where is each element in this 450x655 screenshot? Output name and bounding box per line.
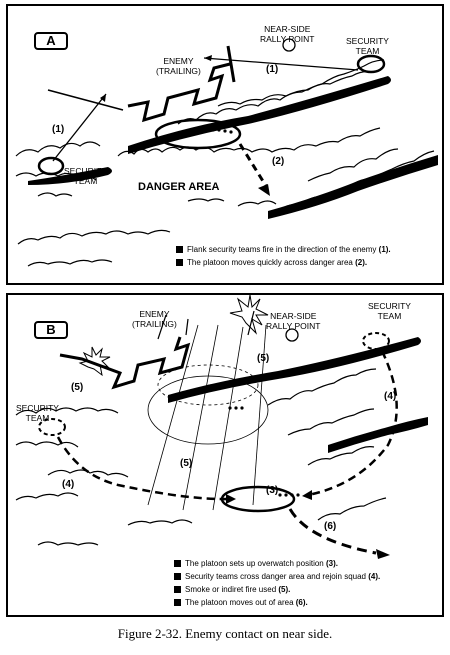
legend-item: Security teams cross danger area and rej…: [174, 570, 380, 583]
enemy-label: ENEMY(TRAILING): [132, 309, 177, 329]
enemy-arrow-1: [157, 314, 167, 340]
bullet-icon: [174, 573, 181, 580]
bullet-icon: [174, 586, 181, 593]
fire-fan: [147, 324, 269, 511]
step-4-right-label: (4): [384, 391, 397, 402]
legend-item: The platoon sets up overwatch position (…: [174, 557, 380, 570]
platoon-dots: [228, 406, 300, 497]
legend-item: Smoke or indiret fire used (5).: [174, 583, 380, 596]
move-arrowhead-4-left: [226, 494, 236, 504]
move-arrow-4-left: [56, 436, 231, 501]
bullet-icon: [174, 560, 181, 567]
step-5-left-label: (5): [71, 382, 84, 393]
panel-a-label: A: [34, 32, 68, 50]
security-team-left: [38, 418, 66, 436]
vegetation: [15, 368, 387, 546]
figure-caption: Figure 2-32. Enemy contact on near side.: [117, 626, 333, 641]
legend-item: The platoon moves quickly across danger …: [176, 256, 391, 269]
move-arrow-4-right: [307, 350, 398, 497]
legend-item: Flank security teams fire in the directi…: [176, 243, 391, 256]
step-6-label: (6): [324, 521, 337, 532]
fire-line-left: [52, 93, 107, 162]
step-5-mid-label: (5): [180, 458, 193, 469]
step-5-top-label: (5): [257, 353, 270, 364]
panel-a-legend: Flank security teams fire in the directi…: [176, 243, 391, 269]
bullet-icon: [174, 599, 181, 606]
step-2-label: (2): [272, 156, 285, 167]
move-arrowhead-2: [258, 184, 270, 196]
enemy-symbol: [59, 336, 191, 390]
rally-point-marker: [282, 38, 296, 52]
platoon-dots: [211, 128, 233, 134]
bullet-icon: [176, 259, 183, 266]
danger-area-label: DANGER AREA: [138, 181, 220, 193]
move-arrow-2: [238, 143, 268, 187]
security-team-left: [37, 156, 65, 176]
move-arrowhead-4-right: [302, 490, 312, 500]
platoon-ellipse: [154, 118, 242, 150]
step-1-top-label: (1): [266, 64, 279, 75]
fire-arrowhead-top: [204, 55, 212, 61]
platoon-ellipse: [220, 485, 296, 513]
enemy-arrow-3: [247, 310, 255, 336]
enemy-label: ENEMY(TRAILING): [156, 56, 201, 76]
fire-arrowhead-left: [100, 94, 106, 102]
security-team-right: [362, 332, 390, 350]
enemy-arrow-2: [185, 318, 189, 336]
bullet-icon: [176, 246, 183, 253]
move-arrowhead-6: [376, 549, 390, 559]
panel-b-legend: The platoon sets up overwatch position (…: [174, 557, 380, 609]
smoke-burst-top: [229, 295, 269, 335]
vegetation-shading: [28, 76, 438, 219]
approach-line: [47, 89, 124, 111]
panel-a-drawing: [15, 38, 438, 267]
vegetation-shading: [168, 337, 428, 453]
panel-b-label: B: [34, 321, 68, 339]
legend-item: The platoon moves out of area (6).: [174, 596, 380, 609]
step-1-left-label: (1): [52, 124, 65, 135]
move-arrow-6: [288, 508, 377, 555]
panel-b-drawing: [15, 295, 428, 559]
vegetation: [15, 59, 435, 267]
step-4-left-label: (4): [62, 479, 75, 490]
enemy-symbol: [127, 62, 231, 123]
security-team-right: [356, 54, 386, 74]
step-3-label: (3): [266, 485, 279, 496]
fire-line-top: [203, 57, 359, 71]
smoke-burst-left: [78, 346, 111, 377]
enemy-line: [226, 45, 236, 83]
rally-point-marker: [285, 328, 299, 342]
